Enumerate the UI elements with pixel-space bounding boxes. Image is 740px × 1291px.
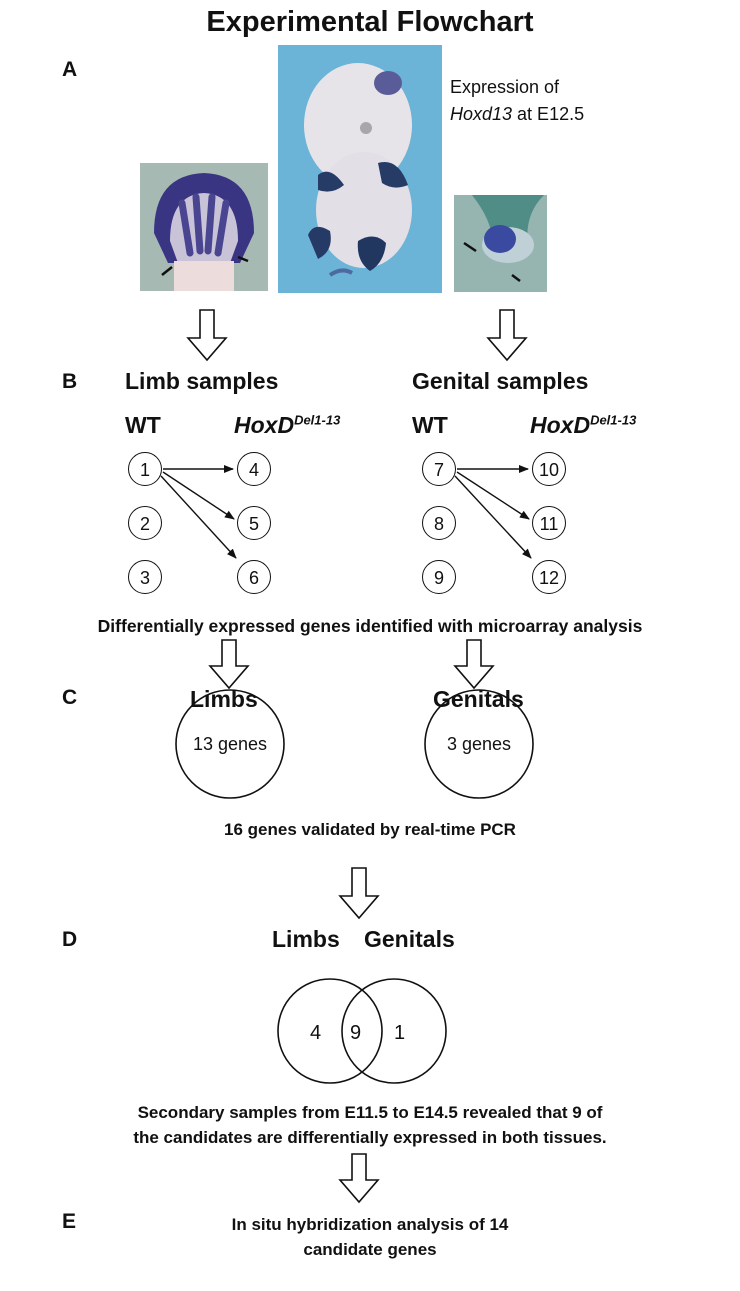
genital-wt-label: WT bbox=[412, 412, 448, 438]
mutant-base: HoxD bbox=[234, 412, 295, 438]
expression-caption-line1: Expression of bbox=[450, 77, 560, 97]
sample-circle: 12 bbox=[532, 560, 566, 594]
page-title: Experimental Flowchart bbox=[206, 6, 534, 38]
genitals-gene-count: 3 genes bbox=[446, 734, 512, 754]
flow-arrow bbox=[453, 639, 495, 690]
section-c-label: C bbox=[62, 686, 78, 709]
section-e-caption-line2: candidate genes bbox=[303, 1240, 437, 1259]
embryo-photo bbox=[278, 45, 442, 293]
section-d-label: D bbox=[62, 928, 78, 951]
venn-limbs-circle bbox=[277, 978, 383, 1084]
venn-limbs-only: 4 bbox=[310, 1022, 322, 1044]
limbs-gene-count: 13 genes bbox=[192, 734, 268, 754]
genital-mutant-label: HoxDDel1-13 bbox=[530, 412, 636, 439]
section-d-caption-line1: Secondary samples from E11.5 to E14.5 re… bbox=[137, 1103, 603, 1122]
sample-circle: 4 bbox=[237, 452, 271, 486]
flow-arrow bbox=[208, 639, 250, 690]
comparison-arrow bbox=[454, 475, 532, 559]
expression-caption: Expression of Hoxd13 at E12.5 bbox=[450, 74, 584, 128]
sample-circle: 3 bbox=[128, 560, 162, 594]
venn-genitals-only: 1 bbox=[394, 1022, 406, 1044]
sample-circle: 1 bbox=[128, 452, 162, 486]
flow-arrow bbox=[186, 309, 228, 362]
section-e-caption: In situ hybridization analysis of 14 can… bbox=[0, 1212, 740, 1262]
section-d-caption-line2: the candidates are differentially expres… bbox=[133, 1128, 607, 1147]
genitals-title-d: Genitals bbox=[364, 926, 455, 952]
limbs-genes-circle bbox=[175, 689, 285, 799]
section-e-caption-line1: In situ hybridization analysis of 14 bbox=[231, 1215, 509, 1234]
flow-arrow bbox=[338, 1153, 380, 1204]
sample-circle: 11 bbox=[532, 506, 566, 540]
comparison-arrow bbox=[456, 471, 530, 520]
sample-circle: 7 bbox=[422, 452, 456, 486]
limb-samples-title: Limb samples bbox=[125, 368, 279, 394]
gene-name: Hoxd13 bbox=[450, 104, 513, 124]
genital-samples-title: Genital samples bbox=[412, 368, 589, 394]
section-b-caption: Differentially expressed genes identifie… bbox=[97, 616, 643, 636]
flow-arrow bbox=[338, 867, 380, 920]
section-e-label: E bbox=[62, 1210, 77, 1233]
limb-bud-photo bbox=[140, 163, 268, 291]
sample-circle: 6 bbox=[237, 560, 271, 594]
sample-circle: 5 bbox=[237, 506, 271, 540]
sample-circle: 8 bbox=[422, 506, 456, 540]
comparison-arrow bbox=[162, 471, 235, 520]
sample-circle: 2 bbox=[128, 506, 162, 540]
venn-overlap: 9 bbox=[350, 1022, 362, 1044]
mutant-superscript: Del1-13 bbox=[590, 412, 637, 428]
genital-tubercle-photo bbox=[454, 195, 547, 292]
flow-arrow bbox=[486, 309, 528, 362]
limb-mutant-label: HoxDDel1-13 bbox=[234, 412, 340, 439]
section-c-caption: 16 genes validated by real-time PCR bbox=[224, 820, 516, 839]
limbs-title-d: Limbs bbox=[272, 926, 340, 952]
section-b-label: B bbox=[62, 370, 78, 393]
mutant-superscript: Del1-13 bbox=[294, 412, 341, 428]
stage-text: at E12.5 bbox=[512, 104, 585, 124]
genitals-genes-circle bbox=[424, 689, 534, 799]
venn-genitals-circle bbox=[341, 978, 447, 1084]
sample-circle: 10 bbox=[532, 452, 566, 486]
section-d-caption: Secondary samples from E11.5 to E14.5 re… bbox=[0, 1100, 740, 1150]
sample-circle: 9 bbox=[422, 560, 456, 594]
limb-wt-label: WT bbox=[125, 412, 161, 438]
mutant-base: HoxD bbox=[530, 412, 591, 438]
comparison-arrow bbox=[160, 475, 237, 559]
section-a-label: A bbox=[62, 58, 78, 81]
